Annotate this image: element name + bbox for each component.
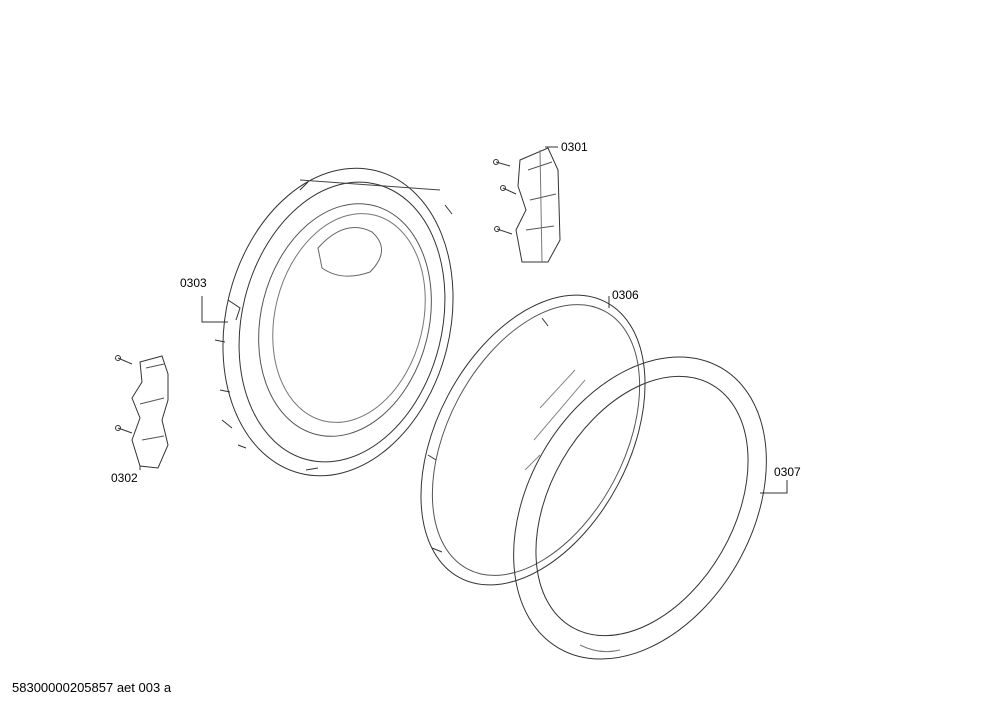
door-ring-part <box>513 356 767 660</box>
callout-label: 0302 <box>111 471 138 485</box>
screw-icon <box>494 226 513 235</box>
footer-id: 58300000205857 aet 003 a <box>12 680 172 695</box>
callout-label: 0303 <box>180 276 207 290</box>
screw-icon <box>115 355 133 365</box>
hinge-left-part <box>115 355 169 469</box>
door-frame-part <box>214 167 454 477</box>
leader-line <box>201 296 228 323</box>
callout-label: 0307 <box>774 465 801 479</box>
door-glass-part <box>420 294 646 586</box>
screw-icon <box>500 185 517 195</box>
callout-label: 0301 <box>561 140 588 154</box>
hinge-right-part <box>493 147 561 263</box>
callout-label: 0306 <box>612 288 639 302</box>
screw-icon <box>115 425 133 434</box>
screw-icon <box>493 159 511 167</box>
leader-line <box>760 480 788 494</box>
